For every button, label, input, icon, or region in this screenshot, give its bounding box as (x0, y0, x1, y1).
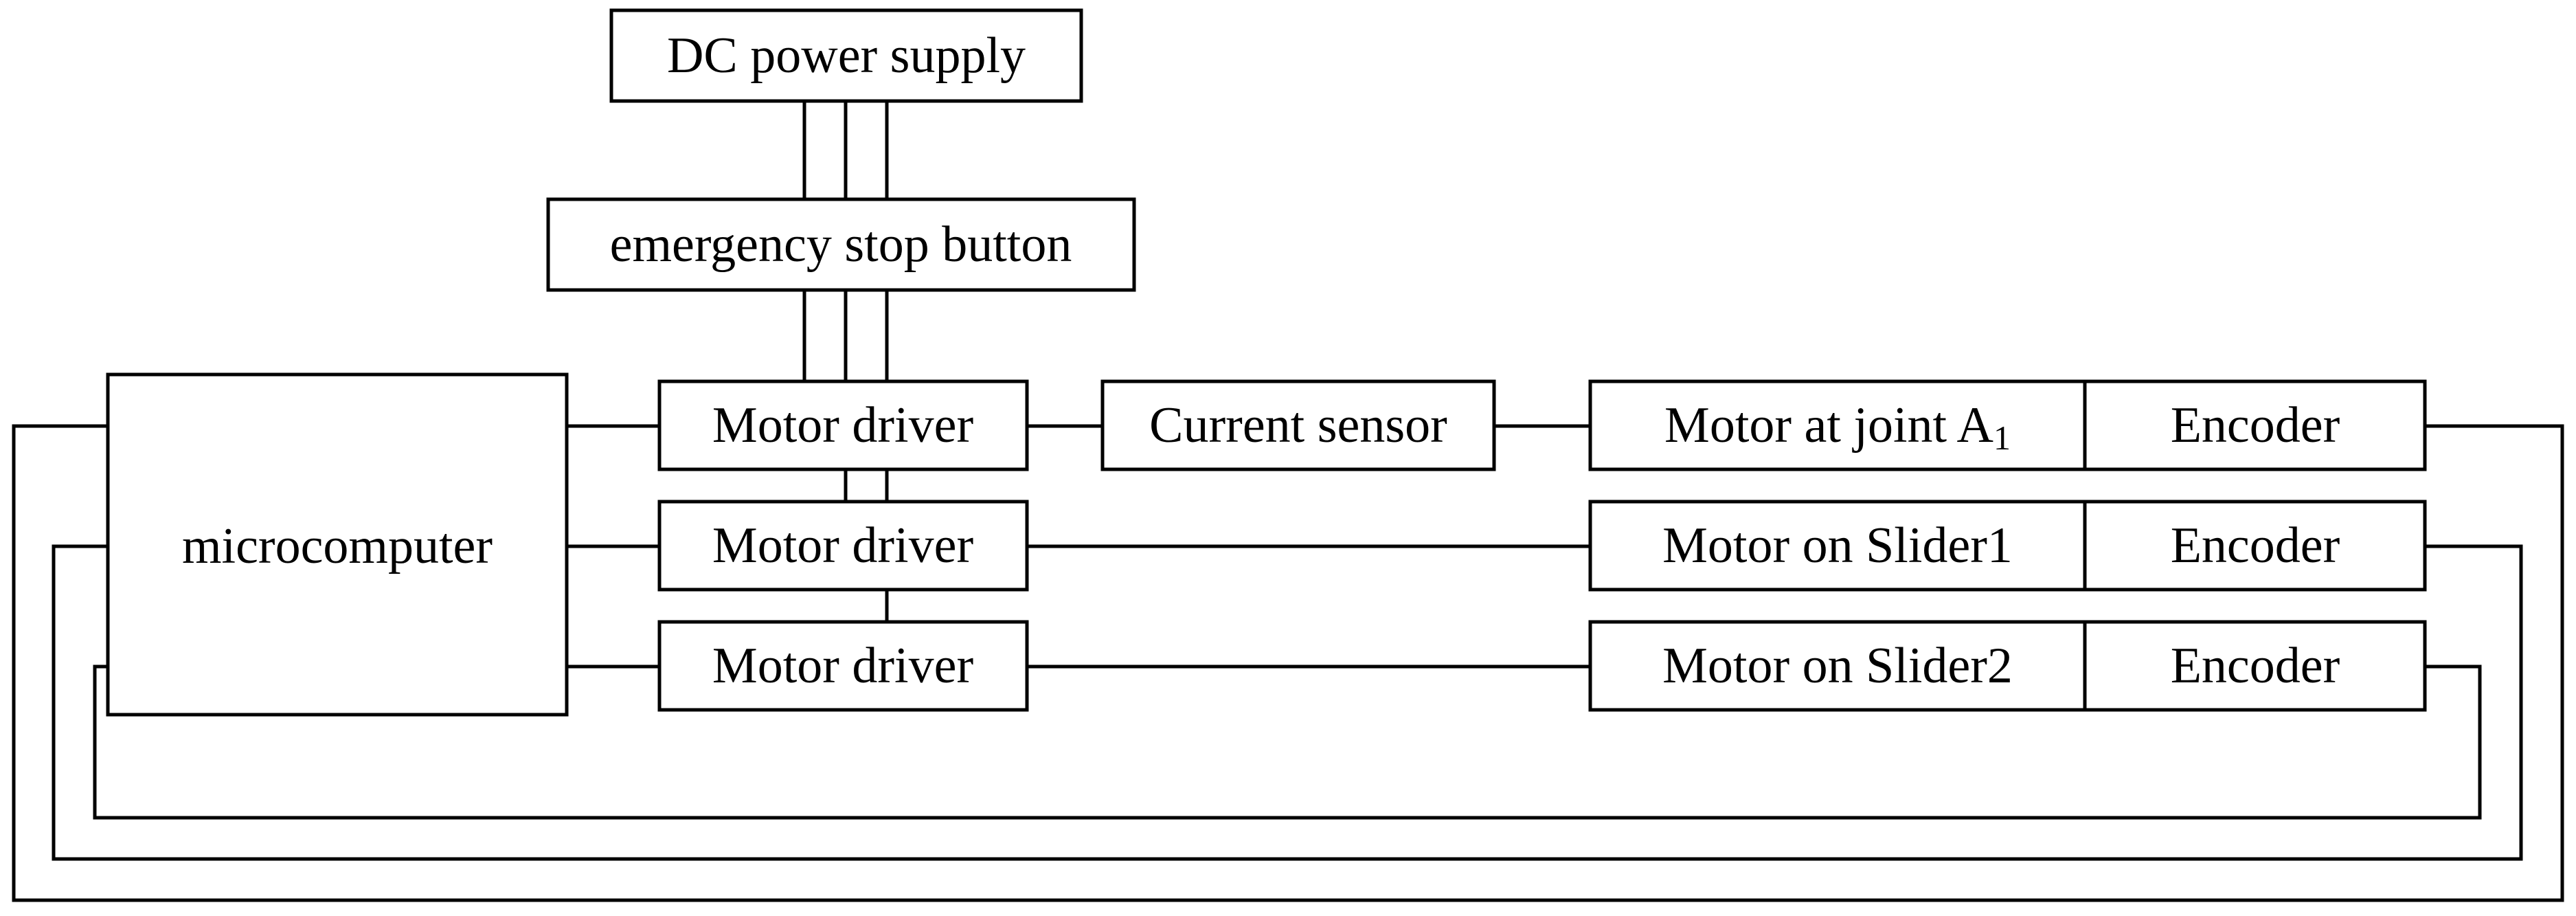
wires (12, 101, 2564, 902)
motor-slider2-block: Motor on Slider2 Encoder (1588, 620, 2427, 712)
motor-driver-1-label: Motor driver (712, 397, 973, 454)
encoder3-feedback-loop (93, 664, 2482, 820)
power-supply-label: DC power supply (667, 27, 1026, 84)
microcomputer-label: microcomputer (182, 518, 493, 574)
motor-driver-3-block: Motor driver (657, 620, 1029, 712)
encoder2-feedback-loop (52, 544, 2523, 861)
microcomputer-block: microcomputer (106, 372, 569, 717)
motor-slider1-block: Motor on Slider1 Encoder (1588, 500, 2427, 592)
motor-driver-2-block: Motor driver (657, 500, 1029, 592)
motor-joint-a1-label: Motor at joint A1 (1664, 397, 2011, 457)
current-sensor-label: Current sensor (1149, 397, 1447, 454)
emergency-stop-block: emergency stop button (546, 197, 1136, 292)
motor-driver-1-block: Motor driver (657, 379, 1029, 471)
motor-driver-2-label: Motor driver (712, 517, 973, 574)
emergency-stop-label: emergency stop button (610, 216, 1072, 273)
encoder1-feedback-loop (12, 424, 2564, 902)
motor-slider1-label: Motor on Slider1 (1662, 517, 2013, 574)
motor-driver-3-label: Motor driver (712, 638, 973, 694)
motor-joint-a1-block: Motor at joint A1 Encoder (1588, 379, 2427, 471)
encoder-1-label: Encoder (2171, 397, 2340, 454)
power-supply-block: DC power supply (609, 8, 1083, 103)
encoder-2-label: Encoder (2171, 517, 2340, 574)
motor-slider2-label: Motor on Slider2 (1662, 638, 2013, 694)
current-sensor-block: Current sensor (1100, 379, 1496, 471)
encoder-3-label: Encoder (2171, 638, 2340, 694)
